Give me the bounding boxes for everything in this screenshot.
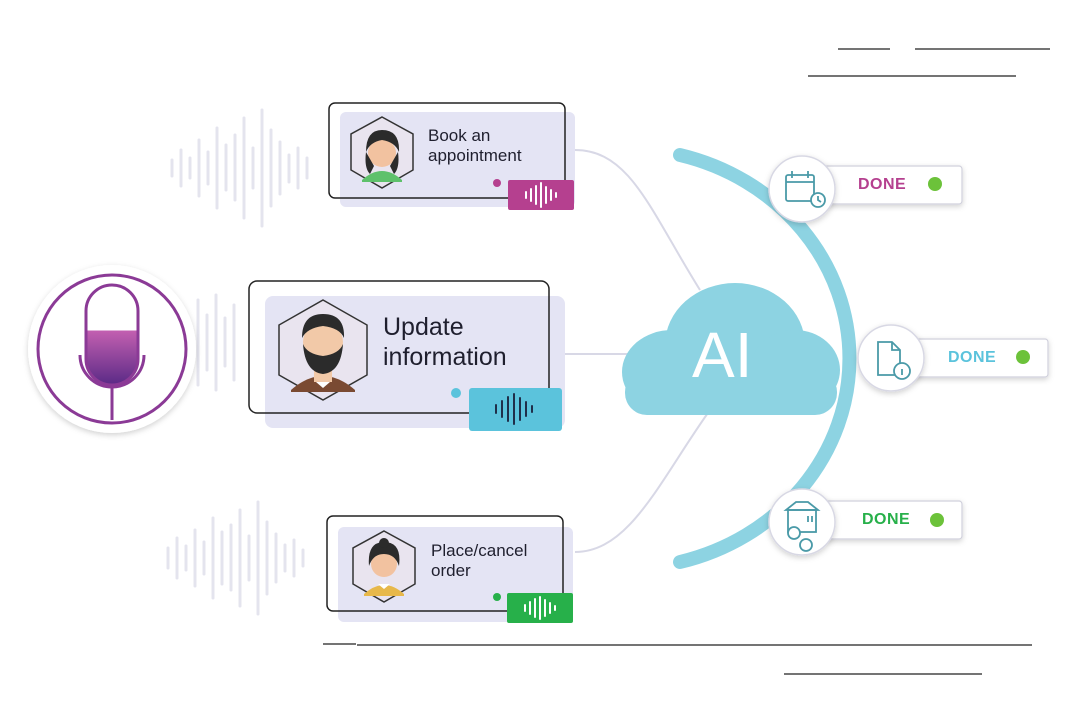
- process-arc: [673, 148, 857, 569]
- calendar-clock-icon: [785, 171, 826, 208]
- card-label-update-information: Update information: [383, 313, 507, 371]
- card-label-book-appointment: Book an appointment: [428, 126, 522, 166]
- box-order-icon: [783, 501, 821, 552]
- microphone-icon: [28, 265, 196, 433]
- avatar-girl: [352, 530, 416, 603]
- decorative-rules: [323, 48, 1050, 675]
- status-label-3: DONE: [862, 511, 911, 528]
- card-label-place-cancel-order: Place/cancel order: [431, 541, 528, 581]
- document-info-icon: [877, 341, 911, 380]
- avatar-woman: [350, 116, 414, 189]
- card-update-information[interactable]: [248, 280, 565, 431]
- status-row-3: [768, 488, 963, 556]
- avatar-bearded-man: [278, 299, 368, 401]
- ai-label: AI: [692, 319, 753, 391]
- status-row-1: [768, 155, 963, 223]
- status-row-2: [857, 324, 1049, 392]
- status-label-1: DONE: [858, 176, 907, 193]
- status-label-2: DONE: [948, 349, 997, 366]
- card-place-cancel-order[interactable]: [326, 515, 573, 623]
- card-book-appointment[interactable]: [328, 102, 575, 210]
- sound-wave-decoration: [160, 108, 309, 616]
- ai-cloud: [622, 283, 840, 415]
